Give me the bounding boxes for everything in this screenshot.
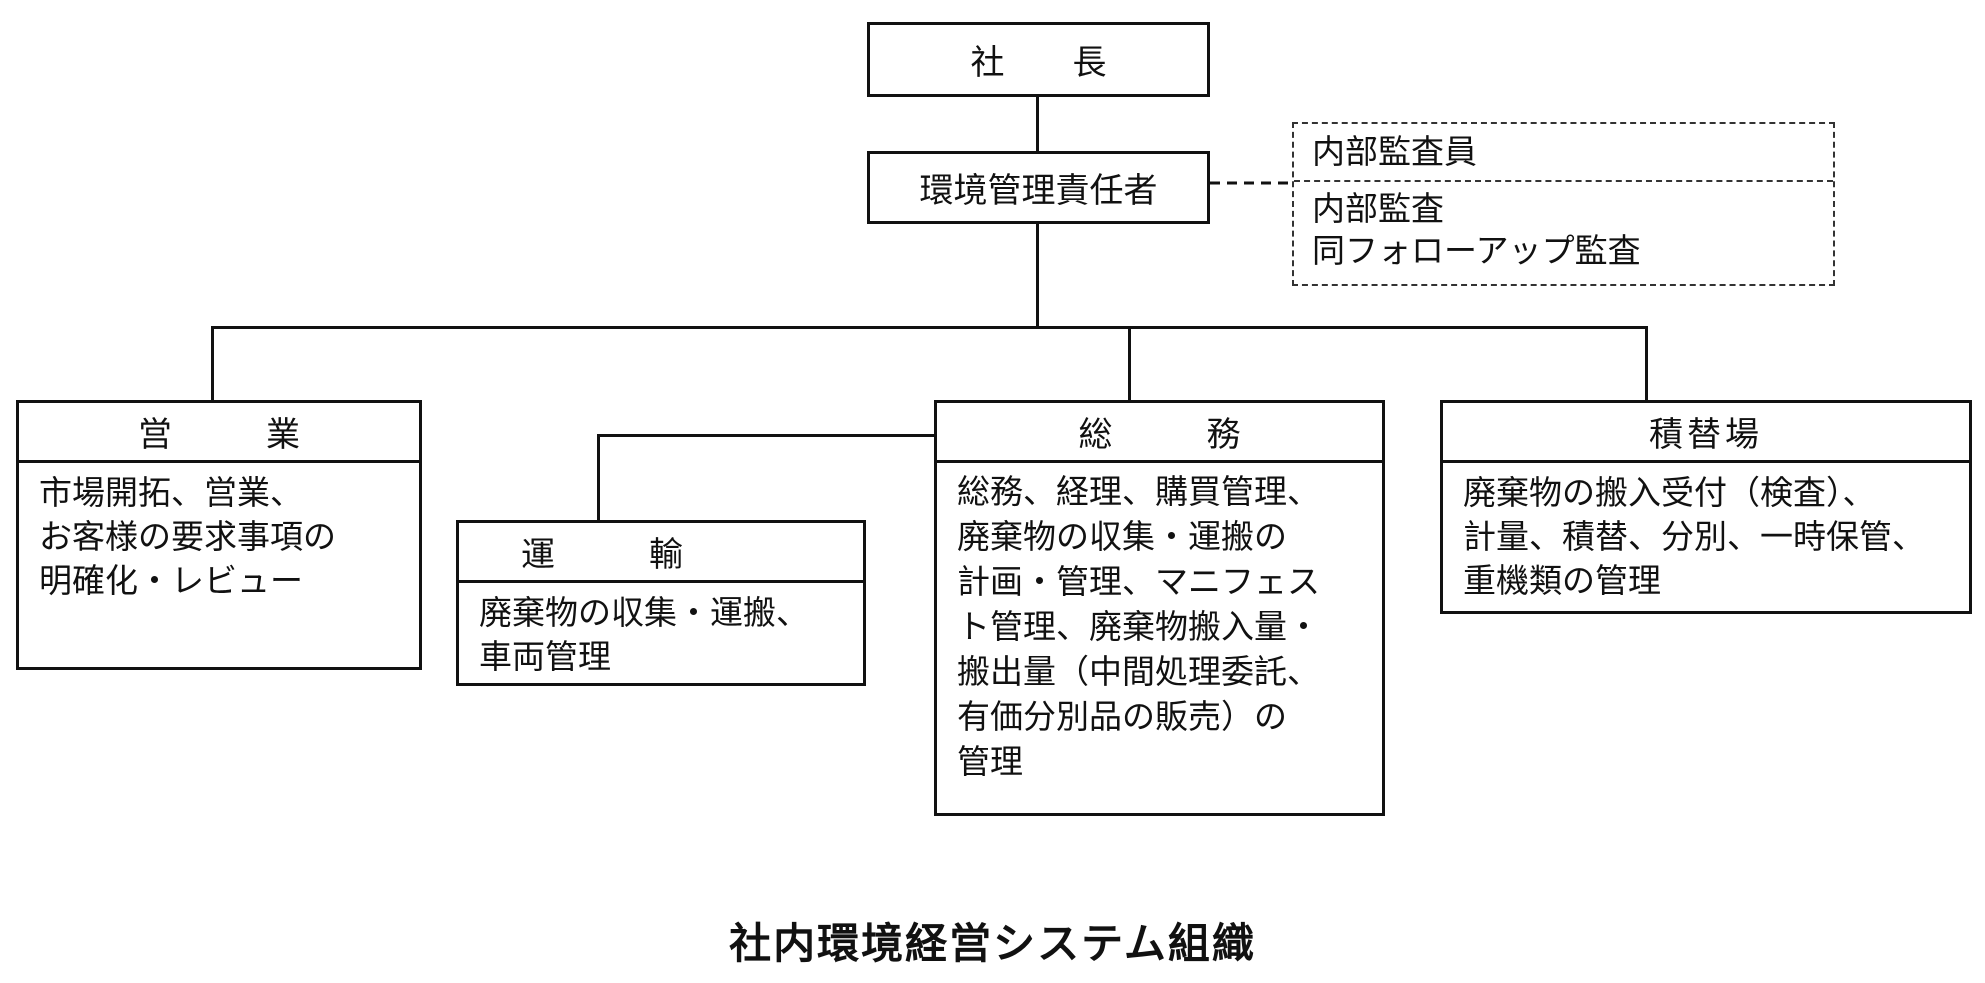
dashed-connector-audit <box>1210 181 1292 185</box>
connector-to-transfer <box>1645 326 1648 401</box>
connector-to-sales <box>211 326 214 401</box>
connector-manager-to-branch <box>1036 223 1039 328</box>
duty-line: 計画・管理、マニフェス <box>957 562 1320 601</box>
duty-line: 廃棄物の収集・運搬の <box>957 517 1287 556</box>
dept-sales-duties: 市場開拓、営業、 お客様の要求事項の 明確化・レビュー <box>39 471 411 603</box>
diagram-caption: 社内環境経営システム組織 <box>729 919 1256 968</box>
duty-line: 廃棄物の収集・運搬、 <box>479 593 809 632</box>
internal-audit-duties: 内部監査 同フォローアップ監査 <box>1312 188 1641 272</box>
connector-president-to-manager <box>1036 96 1039 152</box>
duty-line: 管理 <box>957 742 1023 781</box>
duty-line: 計量、積替、分別、一時保管、 <box>1463 517 1925 556</box>
audit-duty-line: 内部監査 <box>1312 189 1444 228</box>
dept-general-box: 総 務 総務、経理、購買管理、 廃棄物の収集・運搬の 計画・管理、マニフェス ト… <box>934 400 1385 816</box>
env-manager-box: 環境管理責任者 <box>867 151 1210 224</box>
dept-transfer-title: 積替場 <box>1443 403 1969 463</box>
duty-line: お客様の要求事項の <box>39 517 336 556</box>
connector-to-general <box>1128 326 1131 401</box>
branch-horizontal-line <box>211 326 1648 329</box>
dept-transport-duties: 廃棄物の収集・運搬、 車両管理 <box>479 591 855 679</box>
dept-transfer-box: 積替場 廃棄物の搬入受付（検査）、 計量、積替、分別、一時保管、 重機類の管理 <box>1440 400 1972 614</box>
duty-line: 廃棄物の搬入受付（検査）、 <box>1463 473 1876 512</box>
duty-line: 明確化・レビュー <box>39 561 303 600</box>
connector-general-to-transport-v <box>597 434 600 521</box>
duty-line: ト管理、廃棄物搬入量・ <box>957 607 1320 646</box>
duty-line: 総務、経理、購買管理、 <box>957 472 1320 511</box>
president-box: 社 長 <box>867 22 1210 97</box>
duty-line: 市場開拓、営業、 <box>39 473 303 512</box>
duty-line: 搬出量（中間処理委託、 <box>957 652 1320 691</box>
audit-duty-line: 同フォローアップ監査 <box>1312 231 1641 270</box>
president-label: 社 長 <box>970 43 1107 83</box>
dept-transport-title: 運 輸 <box>459 523 863 583</box>
env-manager-label: 環境管理責任者 <box>919 171 1158 211</box>
dept-general-duties: 総務、経理、購買管理、 廃棄物の収集・運搬の 計画・管理、マニフェス ト管理、廃… <box>957 469 1374 784</box>
dept-sales-box: 営 業 市場開拓、営業、 お客様の要求事項の 明確化・レビュー <box>16 400 422 670</box>
dept-transfer-duties: 廃棄物の搬入受付（検査）、 計量、積替、分別、一時保管、 重機類の管理 <box>1463 471 1961 603</box>
internal-audit-title: 内部監査員 <box>1294 124 1833 182</box>
dept-transport-box: 運 輸 廃棄物の収集・運搬、 車両管理 <box>456 520 866 686</box>
connector-general-to-transport-h <box>597 434 935 437</box>
dept-general-title: 総 務 <box>937 403 1382 463</box>
duty-line: 車両管理 <box>479 637 611 676</box>
duty-line: 重機類の管理 <box>1463 561 1661 600</box>
dept-sales-title: 営 業 <box>19 403 419 463</box>
duty-line: 有価分別品の販売）の <box>957 697 1287 736</box>
internal-audit-box: 内部監査員 内部監査 同フォローアップ監査 <box>1292 122 1835 286</box>
